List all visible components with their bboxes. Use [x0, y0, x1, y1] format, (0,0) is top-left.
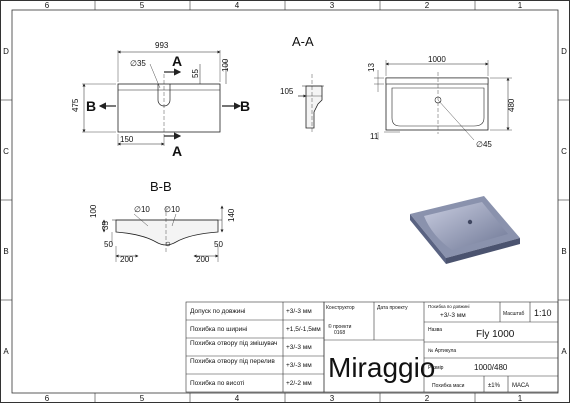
dim-bb-h35: 35: [101, 221, 110, 230]
weight-error-value: ±1%: [488, 383, 501, 389]
date-label: Дата проекту: [377, 305, 408, 311]
size-label: Розмір: [428, 365, 444, 371]
col-label-bottom: 2: [425, 394, 430, 403]
dim-bb-d200b: 200: [196, 255, 210, 264]
mass-label: МАСА: [512, 383, 529, 389]
dim-bb-h100: 100: [89, 204, 98, 218]
dim-plan-off150: 150: [120, 135, 134, 144]
section-bb-title: B-B: [150, 179, 172, 194]
cut-b-left: B: [86, 98, 96, 114]
tolerance-row-value: +2/-2 мм: [286, 380, 312, 387]
col-label-top: 5: [140, 1, 145, 10]
row-label-right: D: [561, 47, 567, 56]
dim-bb-d50a: 50: [104, 240, 113, 249]
project-value: 0168: [334, 330, 345, 336]
scale-label: Масштаб: [503, 311, 525, 317]
dim-top-width: 1000: [428, 55, 446, 64]
dim-top-depth: 480: [507, 98, 516, 112]
col-label-top: 3: [330, 1, 335, 10]
tolerance-row-value: +3/-3 мм: [286, 308, 312, 315]
tolerance-row-value: +1,5/-1,5мм: [286, 326, 321, 333]
col-label-top: 6: [45, 1, 50, 10]
col-label-bottom: 6: [45, 394, 50, 403]
col-label-top: 4: [235, 1, 240, 10]
basin-3d-render: [410, 196, 520, 264]
top-view: [374, 60, 512, 141]
col-label-top: 1: [518, 1, 523, 10]
dim-plan-width: 993: [155, 41, 169, 50]
tolerance-row-label: Похибка отвору під перелив: [190, 357, 275, 365]
dim-plan-off55: 55: [191, 69, 200, 78]
section-aa-title: A-A: [292, 34, 314, 49]
dim-aa-105: 105: [280, 87, 294, 96]
name-label: Назва: [428, 327, 442, 333]
dim-plan-depth: 475: [71, 98, 80, 112]
section-bb-view: [102, 205, 224, 262]
col-label-bottom: 4: [235, 394, 240, 403]
dim-plan-off100: 100: [221, 58, 230, 72]
row-label-left: A: [3, 347, 9, 356]
length-error-value: +3/-3 мм: [440, 312, 466, 319]
col-label-top: 2: [425, 1, 430, 10]
row-label-right: C: [561, 147, 567, 156]
tolerance-row-value: +3/-3 мм: [286, 344, 312, 351]
dim-bb-d10b: ∅10: [164, 205, 180, 214]
dim-plan-hole: ∅35: [130, 59, 146, 68]
dim-bb-d200a: 200: [120, 255, 134, 264]
dim-top-h13: 13: [367, 63, 376, 72]
plan-view: [82, 50, 242, 146]
size-value: 1000/480: [474, 363, 508, 372]
tolerance-row-label: Похибка отвору під змішувач: [190, 339, 277, 347]
cut-b-right: B: [240, 98, 250, 114]
weight-error-label: Похибка маси: [432, 383, 465, 389]
dim-bb-d50b: 50: [214, 240, 223, 249]
tolerance-table: [185, 301, 325, 393]
cut-a-bottom: A: [172, 143, 182, 159]
dim-bb-h140: 140: [227, 208, 236, 222]
tolerance-row-label: Допуск по довжині: [190, 307, 245, 315]
scale-value: 1:10: [534, 308, 552, 318]
dim-top-d11: 11: [370, 132, 379, 141]
tolerance-row-label: Похибка по висоті: [190, 379, 244, 387]
row-label-left: B: [3, 247, 8, 256]
row-label-left: C: [3, 147, 9, 156]
product-name: Fly 1000: [476, 329, 515, 340]
dim-bb-d10a: ∅10: [134, 205, 150, 214]
brand-logo-text: Miraggio: [328, 352, 435, 383]
designer-label: Конструктор: [326, 305, 355, 311]
tolerance-row-value: +3/-3 мм: [286, 362, 312, 369]
col-label-bottom: 1: [518, 394, 523, 403]
cut-a-top: A: [172, 53, 182, 69]
title-block: [323, 301, 559, 393]
col-label-bottom: 3: [330, 394, 335, 403]
col-label-bottom: 5: [140, 394, 145, 403]
section-aa-view: [298, 74, 324, 132]
article-label: № Артикула: [428, 348, 456, 354]
row-label-right: A: [561, 347, 567, 356]
tolerance-row-label: Похибка по ширині: [190, 325, 247, 333]
length-error-label: Похибка по довжині: [428, 304, 470, 309]
project-label: © проекти: [328, 323, 352, 330]
row-label-left: D: [3, 47, 9, 56]
dim-top-hole: ∅45: [476, 140, 492, 149]
row-label-right: B: [561, 247, 566, 256]
